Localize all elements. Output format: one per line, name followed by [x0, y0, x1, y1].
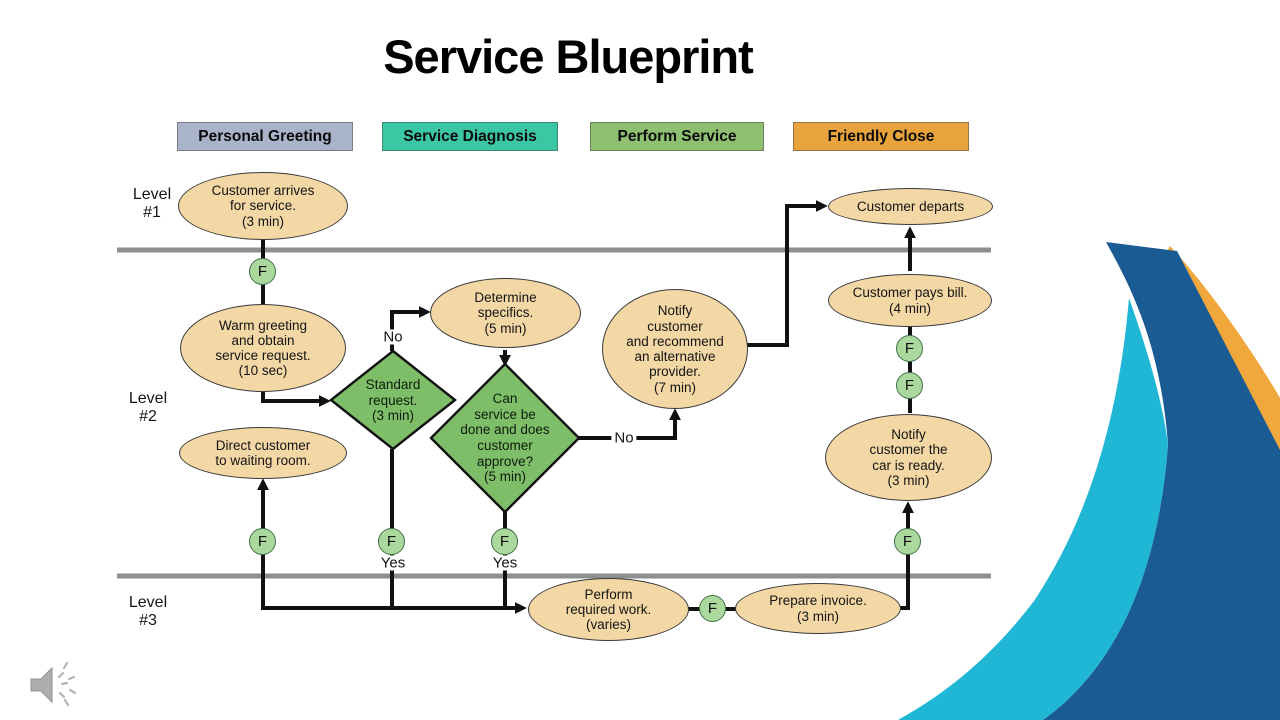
node-customer-arrives: Customer arrives for service. (3 min): [178, 172, 348, 240]
fail-point-waiting-room: F: [249, 528, 276, 555]
edge-label-no-standard: No: [380, 329, 406, 345]
node-customer-departs: Customer departs: [828, 188, 993, 225]
fail-point-pays-lower: F: [896, 372, 923, 399]
edge-approve-no-to-notify-alt: [577, 408, 681, 440]
page-title: Service Blueprint: [383, 30, 754, 83]
node-warm-greeting: Warm greeting and obtain service request…: [180, 304, 346, 392]
node-notify-car-ready: Notify customer the car is ready. (3 min…: [825, 414, 992, 501]
fail-point-pays-upper: F: [896, 335, 923, 362]
node-direct-customer: Direct customer to waiting room.: [179, 427, 347, 479]
edge-label-yes-approve: Yes: [489, 555, 521, 571]
decision-service-approve-label: Can service be done and does customer ap…: [460, 391, 550, 485]
fail-point-invoice-notify: F: [894, 528, 921, 555]
fail-point-approve-yes: F: [491, 528, 518, 555]
edge-notify-alt-to-departs: [745, 200, 828, 347]
stage-perform-service: Perform Service: [590, 122, 764, 151]
node-notify-alternative-provider: Notify customer and recommend an alterna…: [602, 289, 748, 409]
level-3-label: Level #3: [128, 594, 168, 629]
swoosh-decoration: [898, 242, 1280, 720]
stage-personal-greeting: Personal Greeting: [177, 122, 353, 151]
decision-standard-request: [329, 349, 457, 451]
speaker-icon[interactable]: [30, 661, 77, 707]
node-customer-pays-bill: Customer pays bill. (4 min): [828, 274, 992, 327]
swoosh-teal-band: [898, 298, 1168, 720]
edge-invoice-to-car-ready: [899, 501, 914, 610]
decision-standard-request-label: Standard request. (3 min): [365, 377, 421, 424]
fail-point-after-arrival: F: [249, 258, 276, 285]
edge-label-yes-standard: Yes: [377, 555, 409, 571]
node-perform-required-work: Perform required work. (varies): [528, 578, 689, 641]
fail-point-work-invoice: F: [699, 595, 726, 622]
level-2-label: Level #2: [128, 390, 168, 425]
stage-friendly-close: Friendly Close: [793, 122, 969, 151]
node-determine-specifics: Determine specifics. (5 min): [430, 278, 581, 348]
edge-label-no-approve: No: [611, 430, 637, 446]
fail-point-standard-yes: F: [378, 528, 405, 555]
level-1-label: Level #1: [132, 186, 172, 221]
decision-service-approve: [429, 362, 581, 514]
swoosh-blue-sail: [1043, 242, 1280, 720]
stage-service-diagnosis: Service Diagnosis: [382, 122, 558, 151]
node-prepare-invoice: Prepare invoice. (3 min): [735, 583, 901, 634]
